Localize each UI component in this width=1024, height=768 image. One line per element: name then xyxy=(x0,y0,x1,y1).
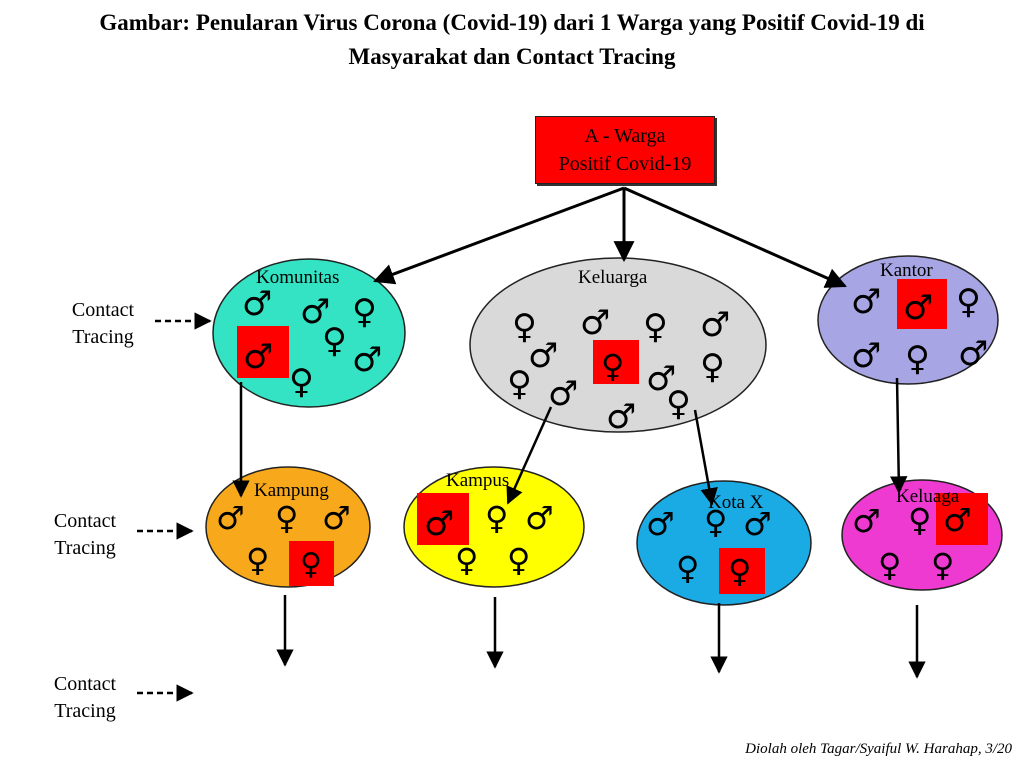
root-line-2: Positif Covid-19 xyxy=(558,153,692,175)
group-kota-x-ellipse xyxy=(636,480,812,606)
male-symbol: ♂ xyxy=(851,282,881,322)
male-symbol: ♂ xyxy=(743,505,772,543)
male-symbol: ♂ xyxy=(851,336,881,376)
contact-tracing-label-3: Contact Tracing xyxy=(30,671,140,725)
label-keluarga: Keluarga xyxy=(578,267,648,288)
male-symbol: ♂ xyxy=(958,334,988,374)
female-symbol: ♀ xyxy=(289,362,314,402)
male-symbol: ♂ xyxy=(525,499,554,537)
positive-box-kampus xyxy=(417,493,469,545)
female-symbol: ♀ xyxy=(300,547,322,582)
male-symbol: ♂ xyxy=(242,284,272,324)
arrow-root-to-kantor xyxy=(623,186,847,288)
male-symbol: ♂ xyxy=(424,504,454,544)
male-symbol: ♂ xyxy=(548,374,578,414)
positive-box-komunitas xyxy=(237,326,289,378)
male-symbol: ♂ xyxy=(216,499,245,537)
arrow-keluarga-to-kota-x xyxy=(693,409,718,506)
male-symbol: ♂ xyxy=(943,501,972,539)
label-kampung: Kampung xyxy=(254,480,329,501)
contact-tracing-line-2: Tracing xyxy=(72,326,134,348)
root-line-1: A - Warga xyxy=(584,125,666,147)
label-kota-x: Kota X xyxy=(708,492,764,513)
female-symbol: ♀ xyxy=(643,307,668,347)
male-symbol: ♂ xyxy=(903,288,933,328)
male-symbol: ♂ xyxy=(700,305,730,345)
female-symbol: ♀ xyxy=(455,541,478,579)
label-komunitas: Komunitas xyxy=(256,267,339,288)
male-symbol: ♂ xyxy=(580,303,610,343)
positive-box-kantor xyxy=(897,279,947,329)
title-line-1: Gambar: Penularan Virus Corona (Covid-19… xyxy=(99,10,925,35)
contact-tracing-line-1: Contact xyxy=(53,510,117,532)
contact-tracing-line-2: Tracing xyxy=(54,700,116,722)
female-symbol: ♀ xyxy=(728,552,751,590)
female-symbol: ♀ xyxy=(512,307,537,347)
male-symbol: ♂ xyxy=(300,292,330,332)
contact-tracing-line-1: Contact xyxy=(53,673,117,695)
female-symbol: ♀ xyxy=(704,503,727,541)
female-symbol: ♀ xyxy=(485,499,508,537)
female-symbol: ♀ xyxy=(676,549,699,587)
female-symbol: ♀ xyxy=(322,321,347,361)
male-symbol: ♂ xyxy=(646,505,675,543)
root-positive-citizen-box: A - Warga Positif Covid-19 xyxy=(535,116,715,184)
female-symbol: ♀ xyxy=(700,347,725,387)
credit-text: Diolah oleh Tagar/Syaiful W. Harahap, 3/… xyxy=(745,741,1012,757)
male-symbol: ♂ xyxy=(646,359,676,399)
female-symbol: ♀ xyxy=(878,546,901,584)
female-symbol: ♀ xyxy=(601,347,624,385)
male-symbol: ♂ xyxy=(352,340,382,380)
female-symbol: ♀ xyxy=(908,501,931,539)
contact-tracing-line-1: Contact xyxy=(71,299,135,321)
female-symbol: ♀ xyxy=(905,339,930,379)
female-symbol: ♀ xyxy=(507,541,530,579)
positive-box-kota-x xyxy=(719,548,765,594)
contact-tracing-label-2: Contact Tracing xyxy=(30,508,140,562)
female-symbol: ♀ xyxy=(275,499,298,537)
female-symbol: ♀ xyxy=(931,546,954,584)
male-symbol: ♂ xyxy=(528,336,558,376)
male-symbol: ♂ xyxy=(606,397,636,437)
female-symbol: ♀ xyxy=(246,541,269,579)
contact-tracing-line-2: Tracing xyxy=(54,537,116,559)
female-symbol: ♀ xyxy=(507,364,532,404)
label-keluaga: Keluaga xyxy=(896,486,960,507)
contact-tracing-label-1: Contact Tracing xyxy=(48,297,158,351)
male-symbol: ♂ xyxy=(322,499,351,537)
male-symbol: ♂ xyxy=(243,337,273,377)
positive-box-keluarga xyxy=(593,340,639,384)
arrow-kantor-to-keluaga xyxy=(889,377,908,494)
diagram-title: Gambar: Penularan Virus Corona (Covid-19… xyxy=(0,6,1024,74)
title-line-2: Masyarakat dan Contact Tracing xyxy=(348,44,676,69)
female-symbol: ♀ xyxy=(956,282,981,322)
arrow-root-to-komunitas xyxy=(373,186,625,285)
arrow-keluarga-to-kampus xyxy=(506,406,553,505)
positive-box-kampung xyxy=(289,541,334,586)
female-symbol: ♀ xyxy=(666,384,691,424)
male-symbol: ♂ xyxy=(852,502,881,540)
positive-box-keluaga xyxy=(936,493,988,545)
female-symbol: ♀ xyxy=(352,292,377,332)
label-kantor: Kantor xyxy=(880,260,933,281)
label-kampus: Kampus xyxy=(446,470,509,491)
